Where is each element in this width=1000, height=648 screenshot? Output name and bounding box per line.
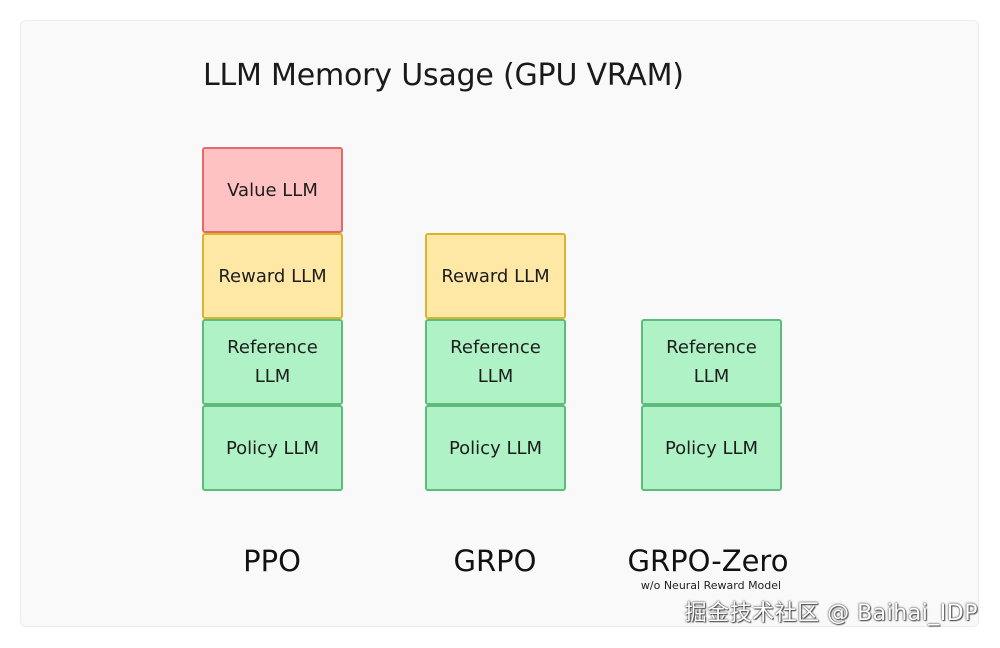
grpo-zero-column-label: GRPO-Zero: [627, 544, 789, 578]
diagram-title: LLM Memory Usage (GPU VRAM): [203, 58, 684, 93]
grpo-zero-reference-llm-block: Reference LLM: [641, 319, 782, 405]
grpo-policy-llm-block: Policy LLM: [425, 405, 566, 491]
grpo-reward-llm-block: Reward LLM: [425, 233, 566, 319]
ppo-value-llm-block: Value LLM: [202, 147, 343, 233]
grpo-column-label: GRPO: [453, 544, 537, 578]
grpo-zero-sublabel: w/o Neural Reward Model: [640, 579, 782, 592]
grpo-reference-llm-block: Reference LLM: [425, 319, 566, 405]
grpo-zero-policy-llm-block: Policy LLM: [641, 405, 782, 491]
ppo-reference-llm-block: Reference LLM: [202, 319, 343, 405]
ppo-column-label: PPO: [243, 544, 301, 578]
watermark: 掘金技术社区 @ Baihai_IDP: [684, 601, 978, 626]
ppo-policy-llm-block: Policy LLM: [202, 405, 343, 491]
ppo-reward-llm-block: Reward LLM: [202, 233, 343, 319]
